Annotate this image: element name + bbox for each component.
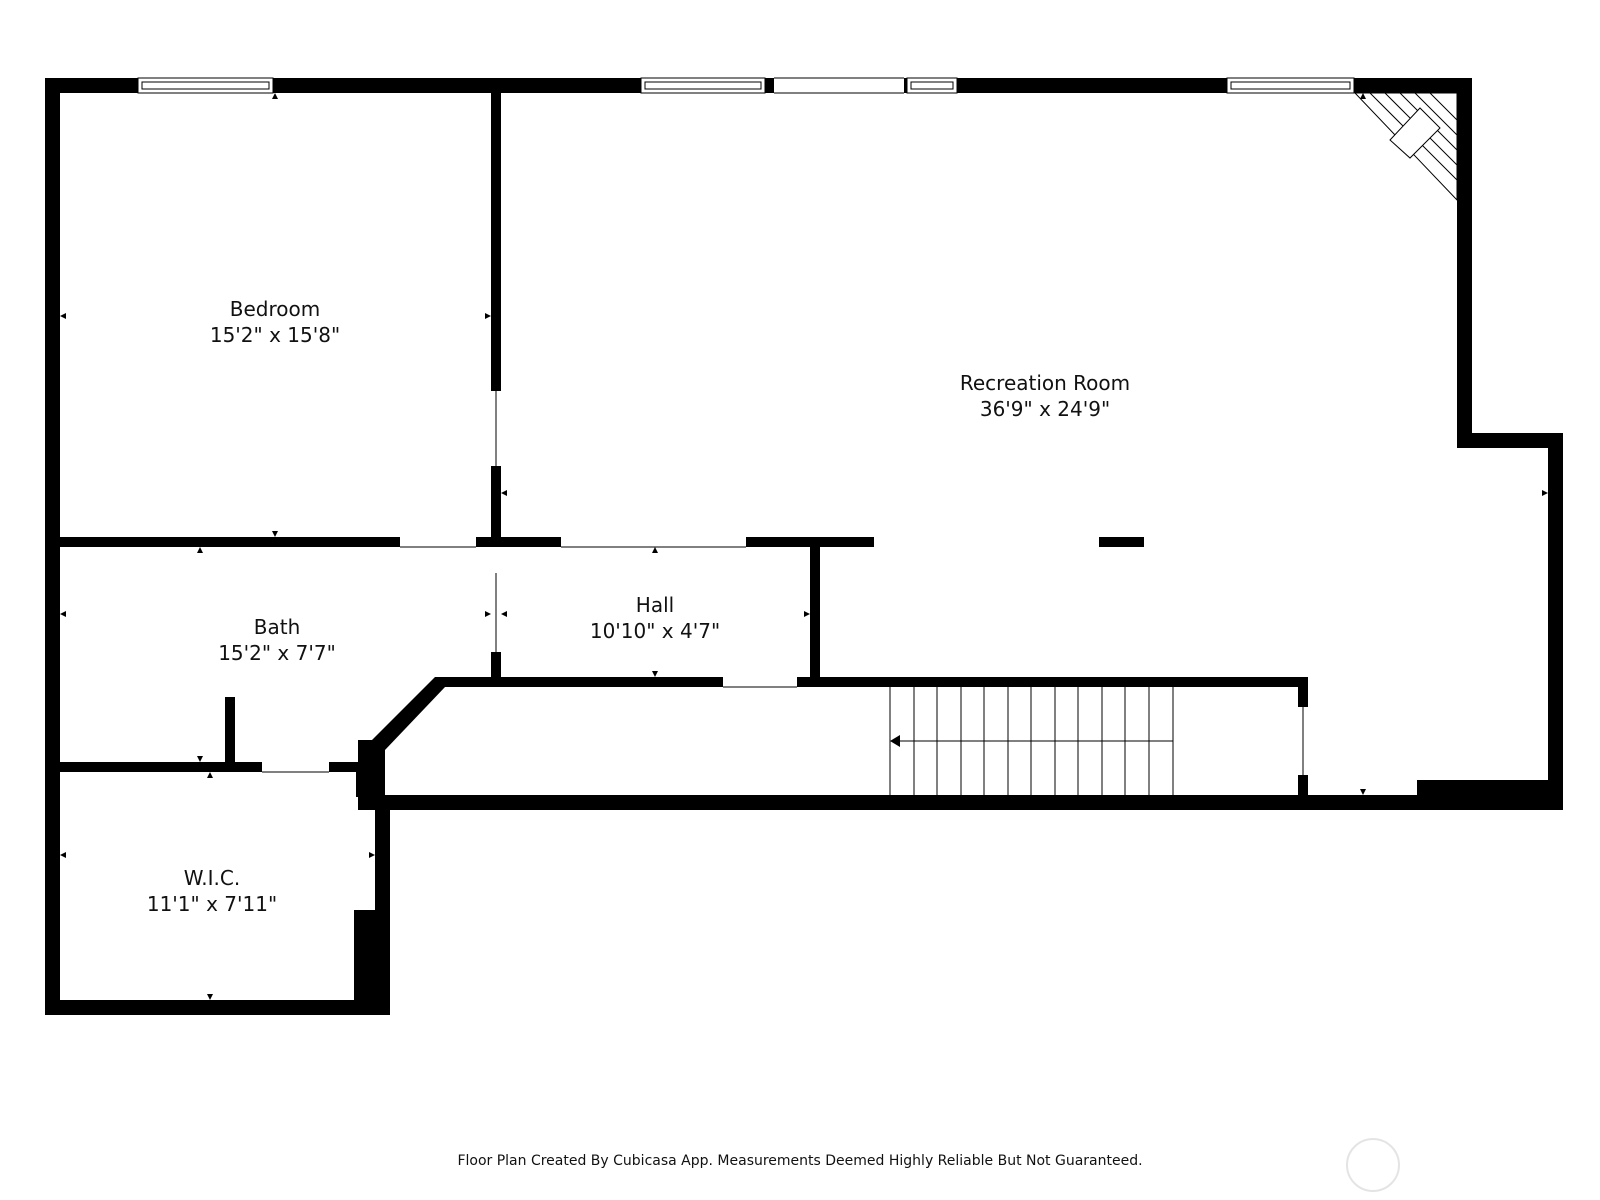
bath-name: Bath bbox=[254, 615, 301, 639]
watermark-logo bbox=[1346, 1138, 1400, 1192]
bedroom-name: Bedroom bbox=[230, 297, 320, 321]
bedroom-dimensions: 15'2" x 15'8" bbox=[210, 323, 340, 347]
bath-dimensions: 15'2" x 7'7" bbox=[218, 641, 336, 665]
windows bbox=[137, 77, 1355, 94]
hall-name: Hall bbox=[636, 593, 674, 617]
wic-dimensions: 11'1" x 7'11" bbox=[147, 892, 277, 916]
wic-name: W.I.C. bbox=[184, 866, 240, 890]
recreation-room-name: Recreation Room bbox=[960, 371, 1130, 395]
footer-disclaimer: Floor Plan Created By Cubicasa App. Meas… bbox=[457, 1153, 1143, 1169]
walls bbox=[45, 78, 1563, 1015]
hall-dimensions: 10'10" x 4'7" bbox=[590, 619, 720, 643]
door-openings bbox=[262, 391, 1304, 775]
dimension-markers bbox=[60, 93, 1548, 1000]
recreation-room-dimensions: 36'9" x 24'9" bbox=[980, 397, 1110, 421]
stairs bbox=[889, 687, 1174, 795]
stair-arrow-icon bbox=[890, 735, 900, 747]
corner-fixture bbox=[1353, 92, 1458, 202]
